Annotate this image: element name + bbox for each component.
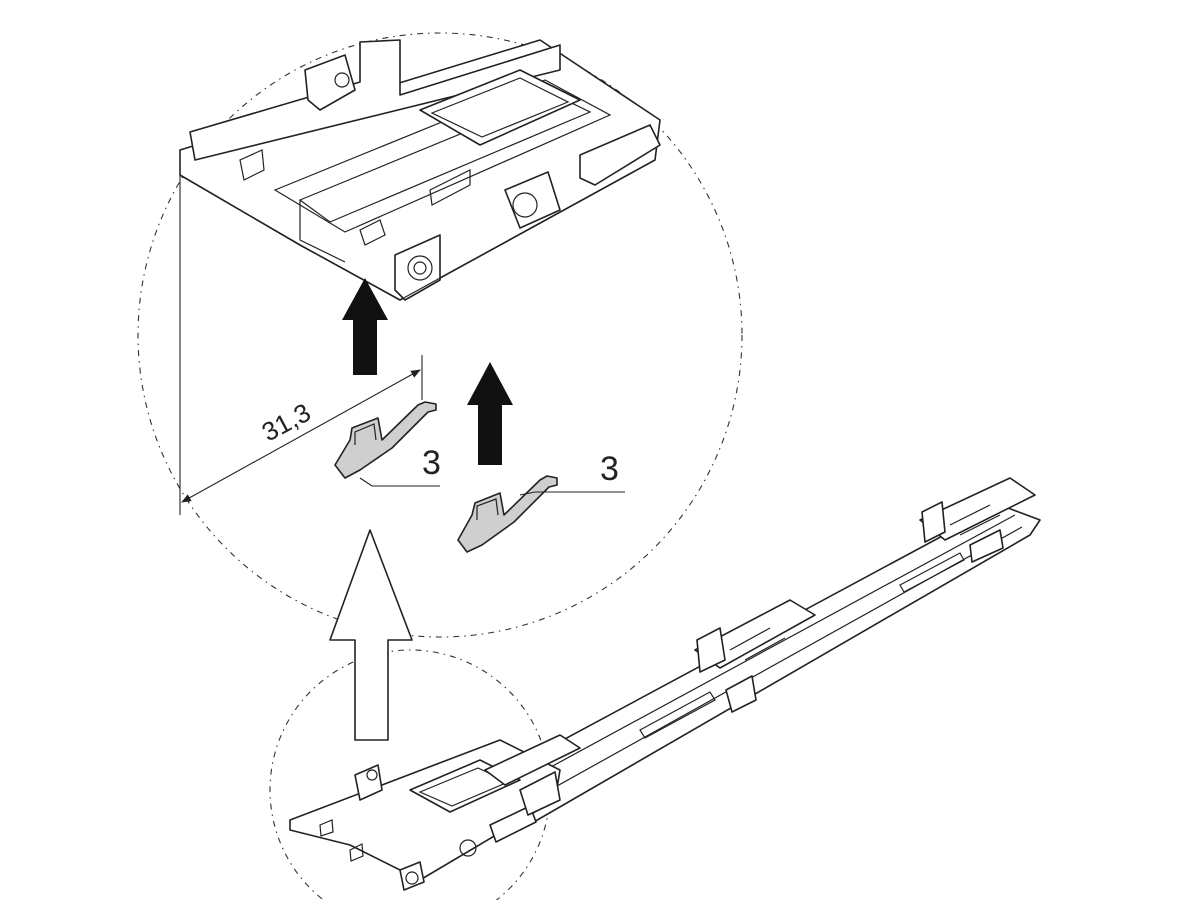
enlarged-slide-end xyxy=(179,39,661,301)
slide-rail-assembly xyxy=(289,477,1041,891)
callout-label-left: 3 xyxy=(422,444,441,482)
arrow-up-outline xyxy=(329,529,413,741)
callout-label-right: 3 xyxy=(600,450,619,488)
clip-part-left: 3 xyxy=(334,401,441,487)
dimension-label: 31,3 xyxy=(257,397,316,447)
detail-circle-large xyxy=(137,32,743,638)
arrow-up-solid-right xyxy=(467,362,513,465)
arrow-up-solid-left xyxy=(342,278,388,375)
clip-part-right: 3 xyxy=(457,450,625,553)
